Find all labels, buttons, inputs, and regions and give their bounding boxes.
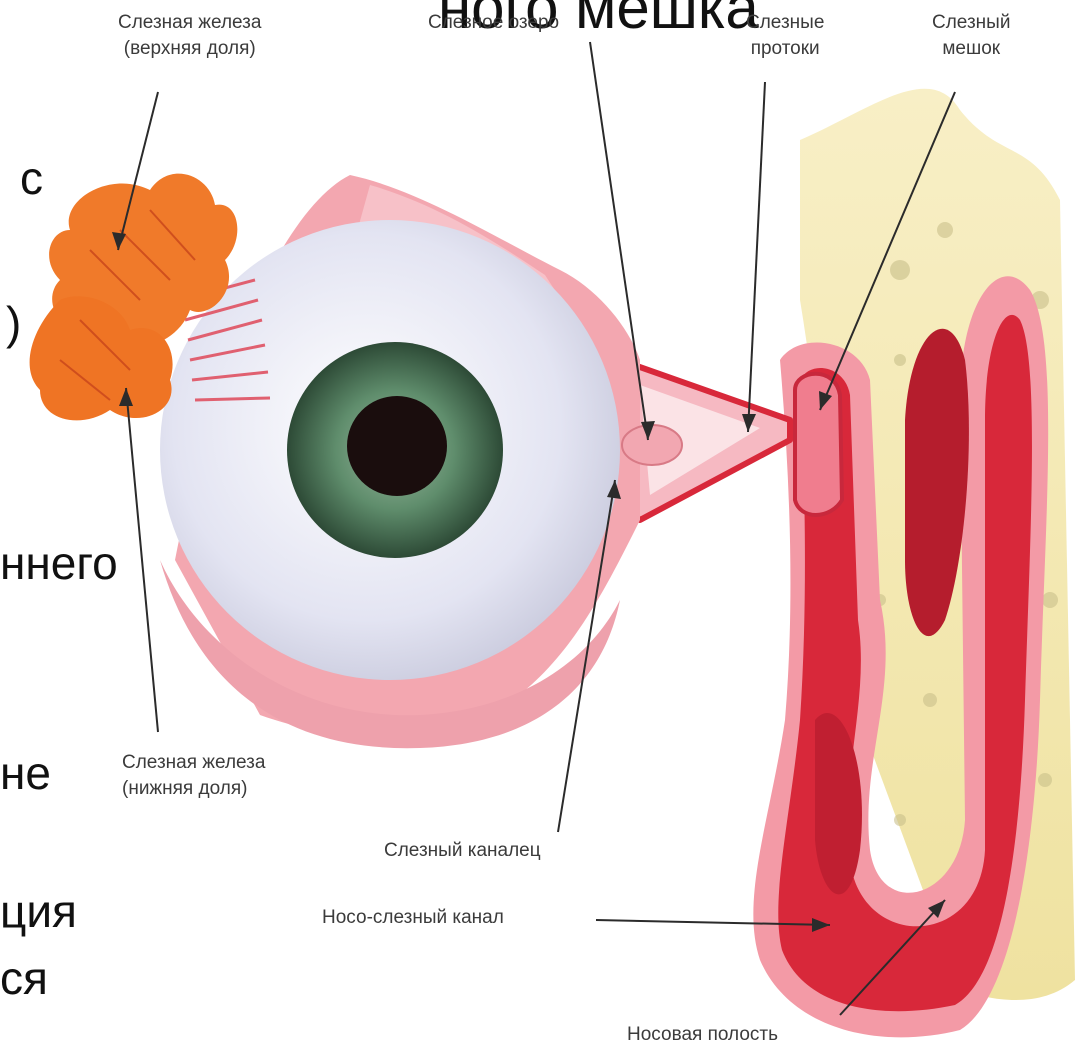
label-lacrimal-ducts: Слезные протоки [746, 10, 824, 61]
label-nasal-cavity: Носовая полость [627, 1022, 778, 1048]
label-line: Слезные [746, 10, 824, 36]
label-line: мешок [932, 36, 1010, 62]
label-line: (нижняя доля) [122, 776, 265, 802]
label-line: (верхняя доля) [118, 36, 261, 62]
label-line: Слезная железа [122, 750, 265, 776]
label-line: Слезный [932, 10, 1010, 36]
label-lacrimal-gland-upper: Слезная железа (верхняя доля) [118, 10, 261, 61]
label-lacrimal-sac: Слезный мешок [932, 10, 1010, 61]
label-nasolacrimal-canal: Носо-слезный канал [322, 905, 504, 931]
label-lacrimal-lake: Слезное озеро [428, 10, 559, 36]
lacrimal-caruncle [622, 425, 682, 465]
pupil [347, 396, 447, 496]
label-lacrimal-gland-lower: Слезная железа (нижняя доля) [122, 750, 265, 801]
label-line: протоки [746, 36, 824, 62]
label-line: Слезная железа [118, 10, 261, 36]
label-lacrimal-canaliculus: Слезный каналец [384, 838, 541, 864]
lacrimal-sac [795, 374, 842, 515]
